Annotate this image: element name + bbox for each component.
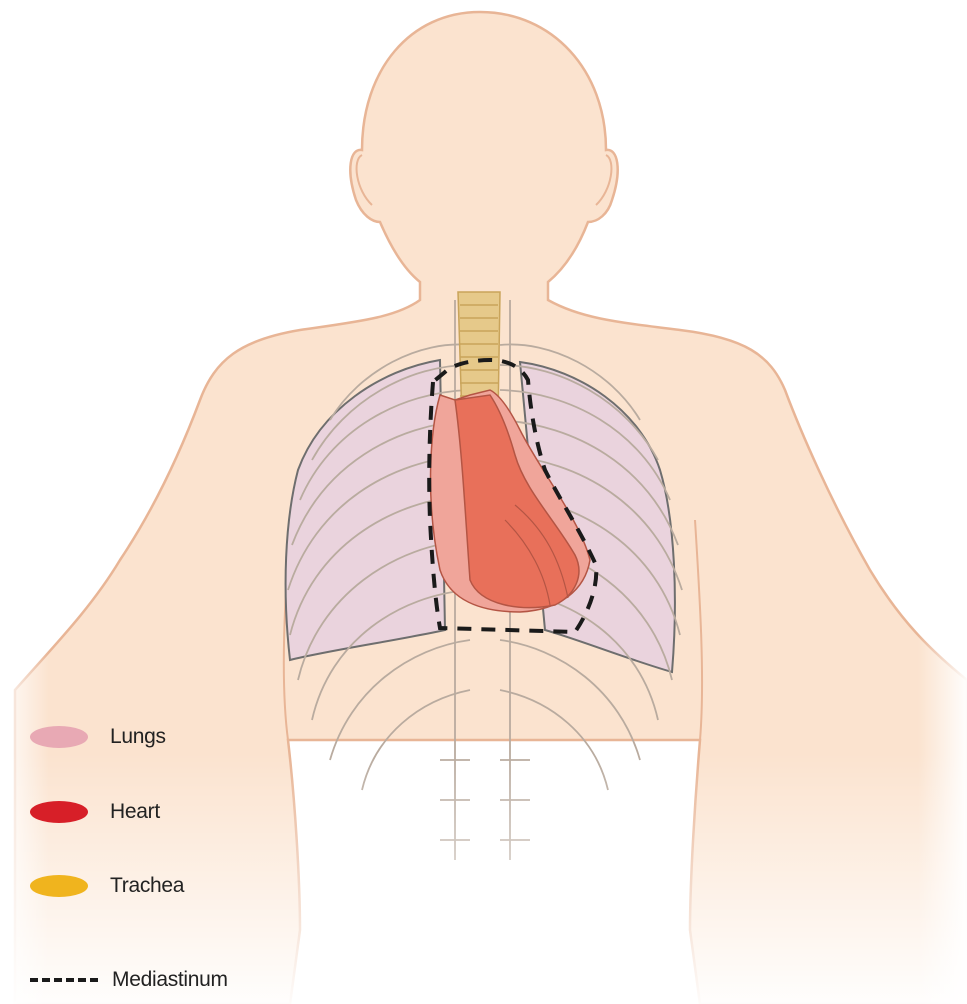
legend-label-mediastinum: Mediastinum <box>112 968 228 992</box>
legend-item-mediastinum: Mediastinum <box>30 960 228 1000</box>
trachea-swatch-icon <box>30 875 88 897</box>
legend-item-heart: Heart <box>30 792 160 832</box>
legend-label-heart: Heart <box>110 800 160 824</box>
heart-swatch-icon <box>30 801 88 823</box>
legend-label-trachea: Trachea <box>110 874 184 898</box>
mediastinum-dash-icon <box>30 978 98 982</box>
legend-label-lungs: Lungs <box>110 725 166 749</box>
legend-item-trachea: Trachea <box>30 866 184 906</box>
legend-item-lungs: Lungs <box>30 717 166 757</box>
lungs-swatch-icon <box>30 726 88 748</box>
